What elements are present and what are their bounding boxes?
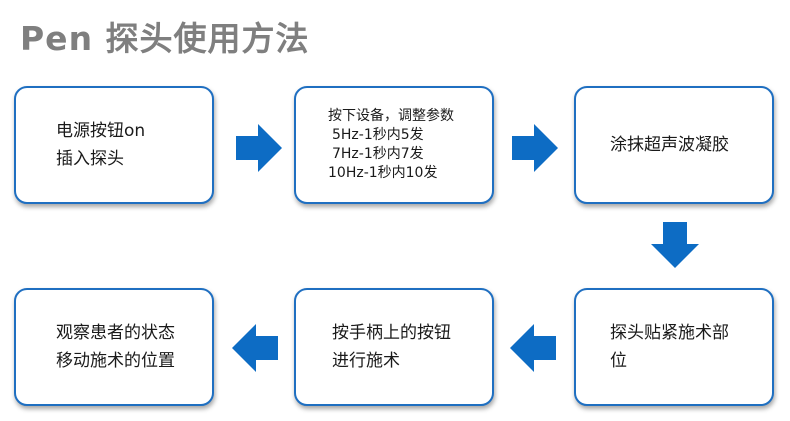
step-4-line-1: 探头贴紧施术部 [610, 323, 729, 343]
step-4-line-2: 位 [610, 351, 627, 371]
step-6-line-2: 移动施术的位置 [56, 351, 175, 371]
step-2-line-1: 按下设备，调整参数 [328, 108, 454, 124]
step-5-line-1: 按手柄上的按钮 [332, 323, 451, 343]
step-2-line-2: 5Hz-1秒内5发 [332, 127, 424, 143]
step-1-line-1: 电源按钮on [56, 121, 146, 141]
step-box-4: 探头贴紧施术部 位 [574, 288, 774, 406]
step-3-line-1: 涂抹超声波凝胶 [610, 135, 729, 155]
arrow-right-icon [512, 124, 558, 172]
arrow-down-icon [651, 222, 699, 268]
arrow-left-icon [232, 324, 278, 372]
page-title: Pen 探头使用方法 [20, 19, 310, 58]
step-box-1: 电源按钮on 插入探头 [14, 86, 214, 204]
step-box-5: 按手柄上的按钮 进行施术 [294, 288, 494, 406]
step-box-6: 观察患者的状态 移动施术的位置 [14, 288, 214, 406]
step-1-line-2: 插入探头 [56, 149, 124, 169]
step-box-3: 涂抹超声波凝胶 [574, 86, 774, 204]
step-5-line-2: 进行施术 [332, 351, 400, 371]
step-2-line-4: 10Hz-1秒内10发 [328, 165, 438, 181]
step-box-2: 按下设备，调整参数 5Hz-1秒内5发 7Hz-1秒内7发 10Hz-1秒内10… [294, 86, 494, 204]
step-6-line-1: 观察患者的状态 [56, 323, 175, 343]
arrow-left-icon [510, 324, 556, 372]
step-2-line-3: 7Hz-1秒内7发 [332, 146, 424, 162]
arrow-right-icon [236, 124, 282, 172]
